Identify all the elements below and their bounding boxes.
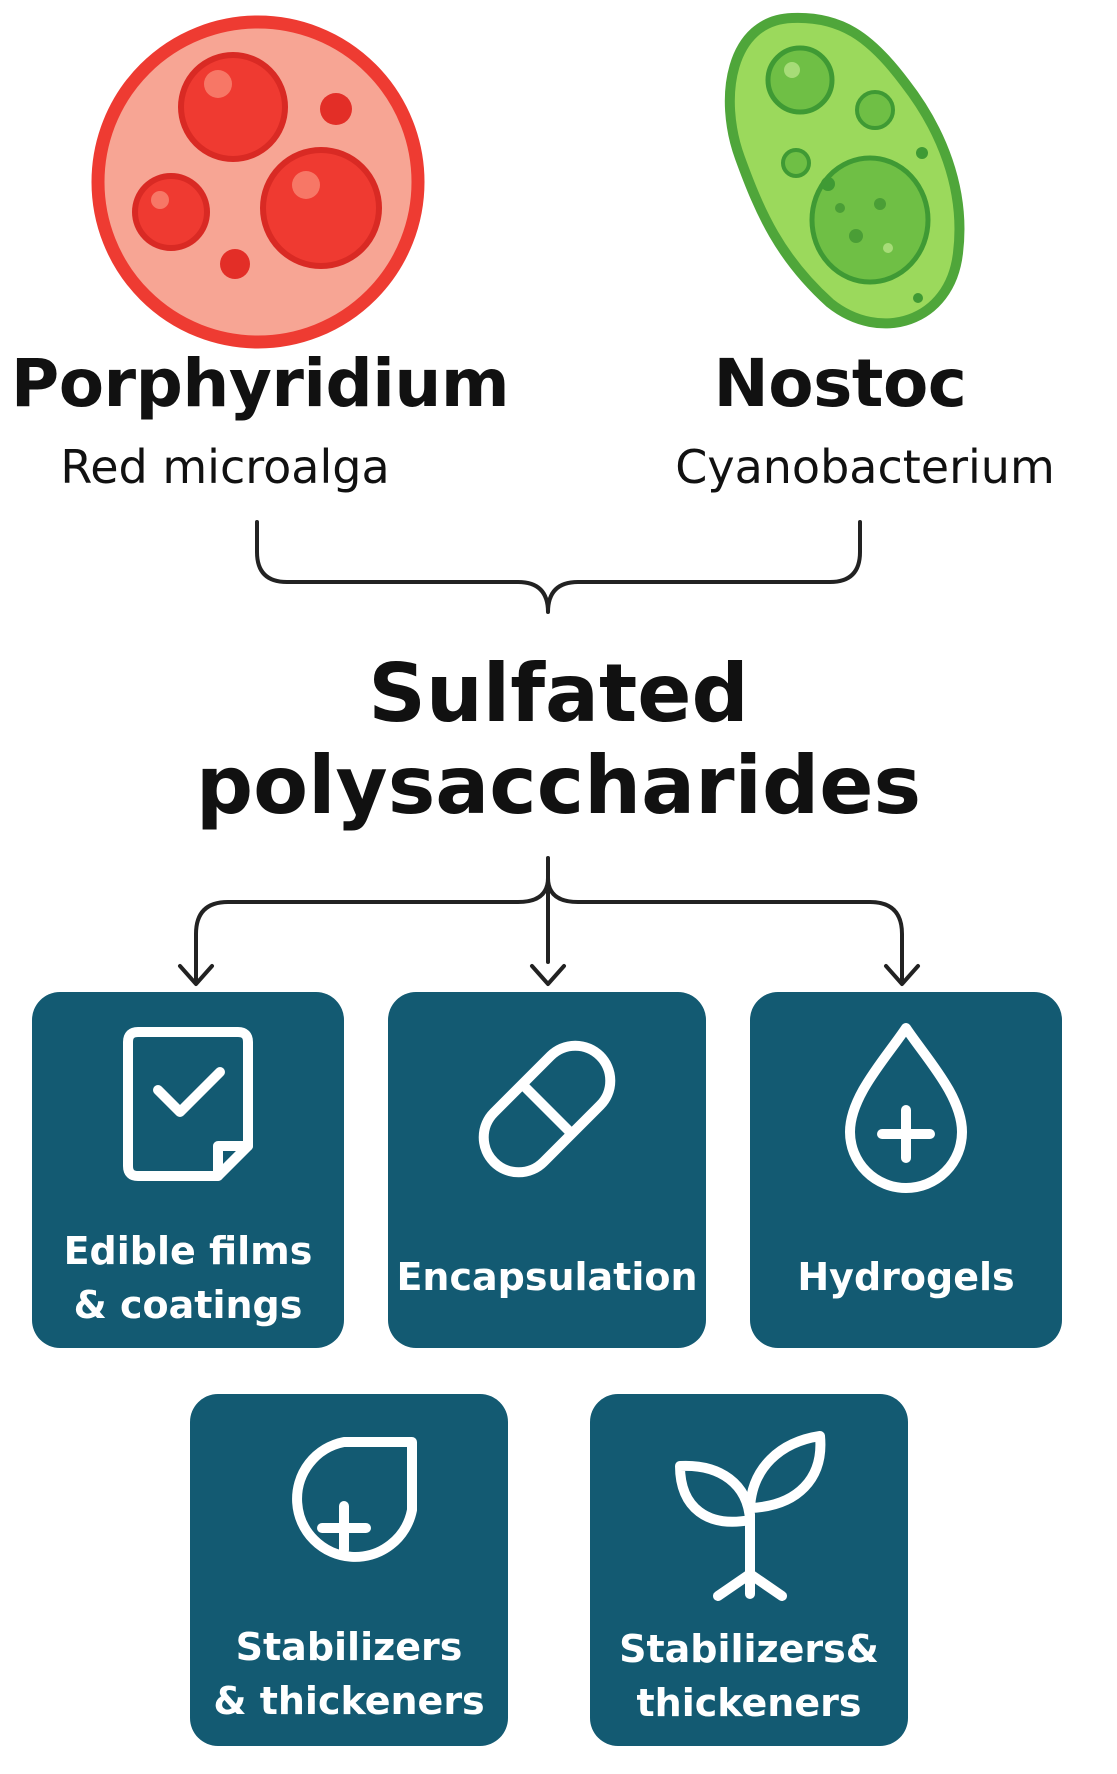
arrow-right: [546, 876, 904, 984]
organism-name-nostoc: Nostoc: [713, 345, 967, 422]
application-label: Stabilizers & thickeners: [213, 1625, 485, 1723]
application-label: Stabilizers& thickeners: [619, 1627, 879, 1725]
application-label: Encapsulation: [396, 1255, 698, 1299]
application-card-hydrogels: Hydrogels: [750, 992, 1062, 1348]
sprout-icon: [675, 1431, 826, 1601]
application-label: Hydrogels: [797, 1255, 1015, 1299]
brace-connector: [255, 520, 862, 614]
red-cell-icon: [91, 15, 425, 349]
application-card-edible-films: Edible films & coatings: [32, 992, 344, 1348]
organism-description-porphyridium: Red microalga: [60, 440, 390, 494]
application-label: Edible films & coatings: [63, 1229, 313, 1327]
arrow-left: [194, 876, 550, 984]
organism-name-porphyridium: Porphyridium: [10, 345, 510, 422]
capsule-icon: [478, 1040, 616, 1178]
application-card-encapsulation: Encapsulation: [388, 992, 706, 1348]
application-card-stabilizers-1: Stabilizers & thickeners: [190, 1394, 508, 1746]
green-cell-icon: [724, 12, 965, 329]
document-check-icon: [123, 1027, 253, 1181]
center-title-line1: Sulfated: [368, 647, 749, 740]
application-card-stabilizers-2: Stabilizers& thickeners: [590, 1394, 908, 1746]
leaf-drop-plus-icon: [292, 1437, 417, 1562]
organism-description-nostoc: Cyanobacterium: [675, 440, 1055, 494]
drop-plus-icon: [845, 1023, 967, 1193]
center-title-line2: polysaccharides: [195, 739, 922, 832]
